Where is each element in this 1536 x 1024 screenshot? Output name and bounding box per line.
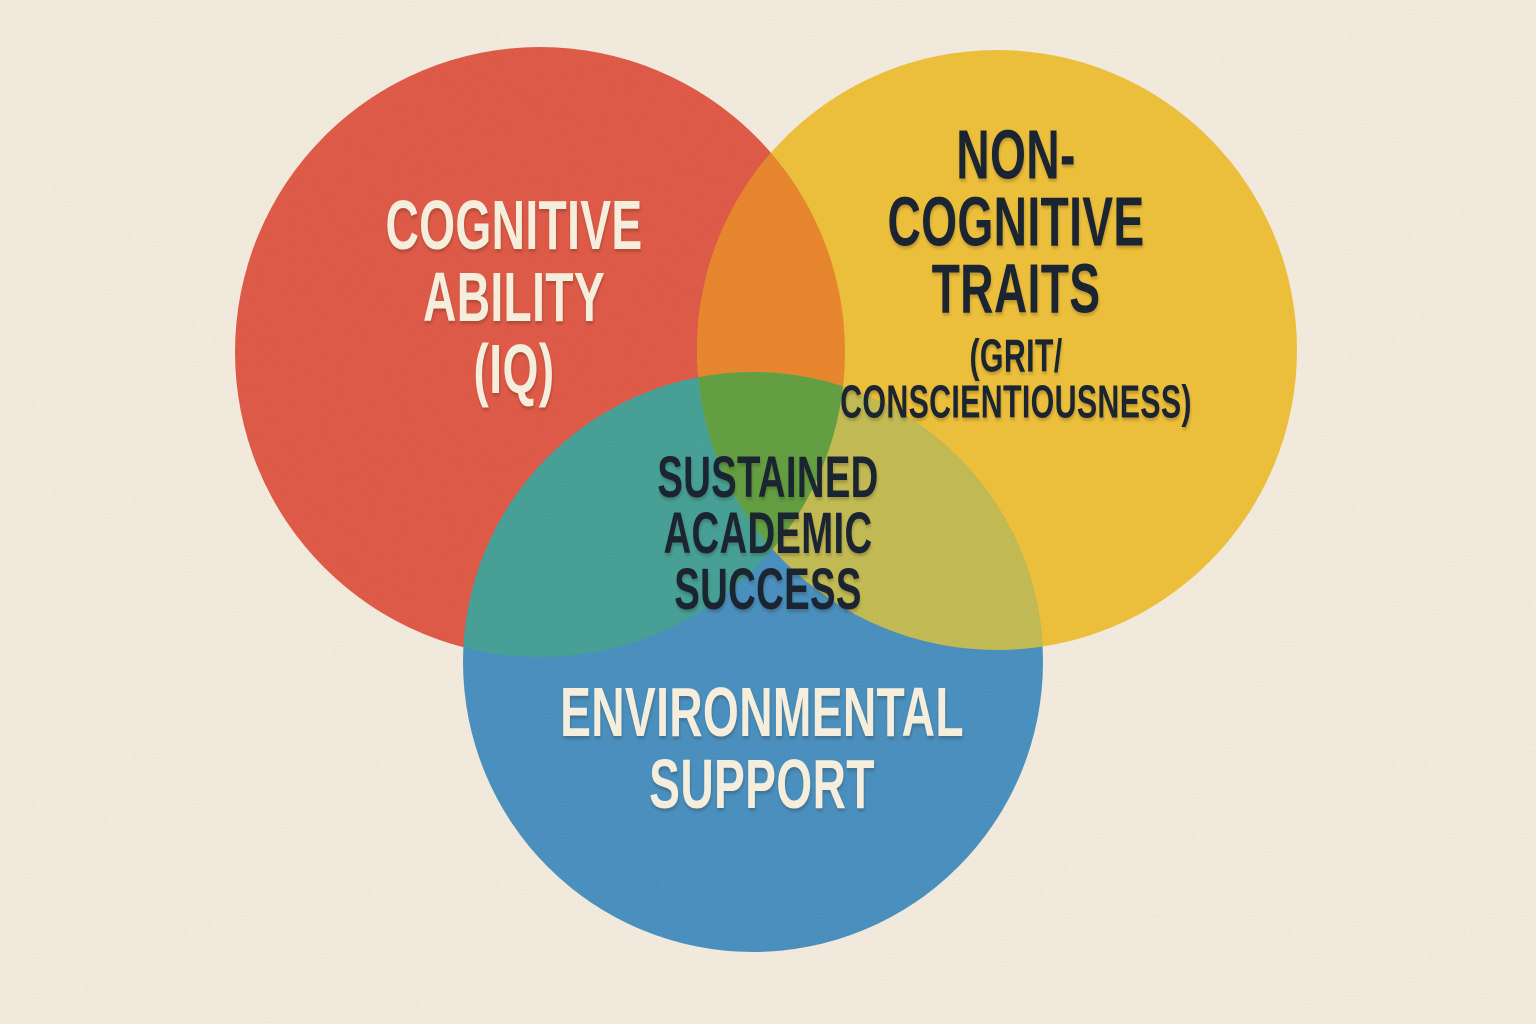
paper-grain-texture bbox=[0, 0, 1536, 1024]
venn-diagram: COGNITIVE ABILITY (IQ) NON- COGNITIVE TR… bbox=[0, 0, 1536, 1024]
venn-circles-canvas bbox=[0, 0, 1536, 1024]
